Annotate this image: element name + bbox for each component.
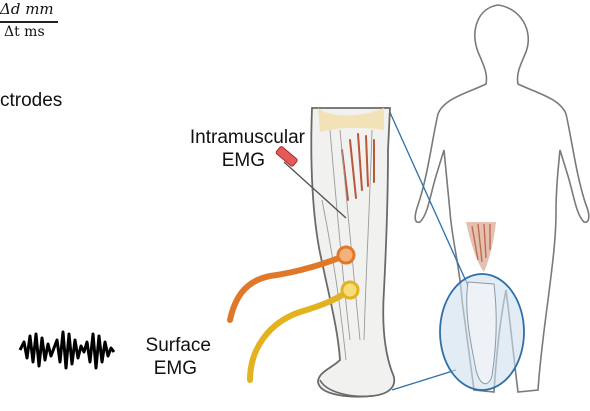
surface-emg-label: Surface EMG: [126, 334, 211, 380]
zoom-line-top: [388, 108, 470, 290]
yellow-electrode: [342, 282, 358, 298]
intramuscular-emg-label: Intramuscular EMG: [143, 126, 305, 172]
zoom-line-bottom: [392, 370, 456, 390]
surface-line1: Surface: [126, 334, 211, 357]
intramuscular-line1: Intramuscular: [143, 126, 305, 149]
emg-signal-waveform: [20, 332, 114, 368]
surface-line2: EMG: [126, 357, 211, 380]
orange-electrode: [338, 247, 354, 263]
intramuscular-line2: EMG: [143, 149, 305, 172]
